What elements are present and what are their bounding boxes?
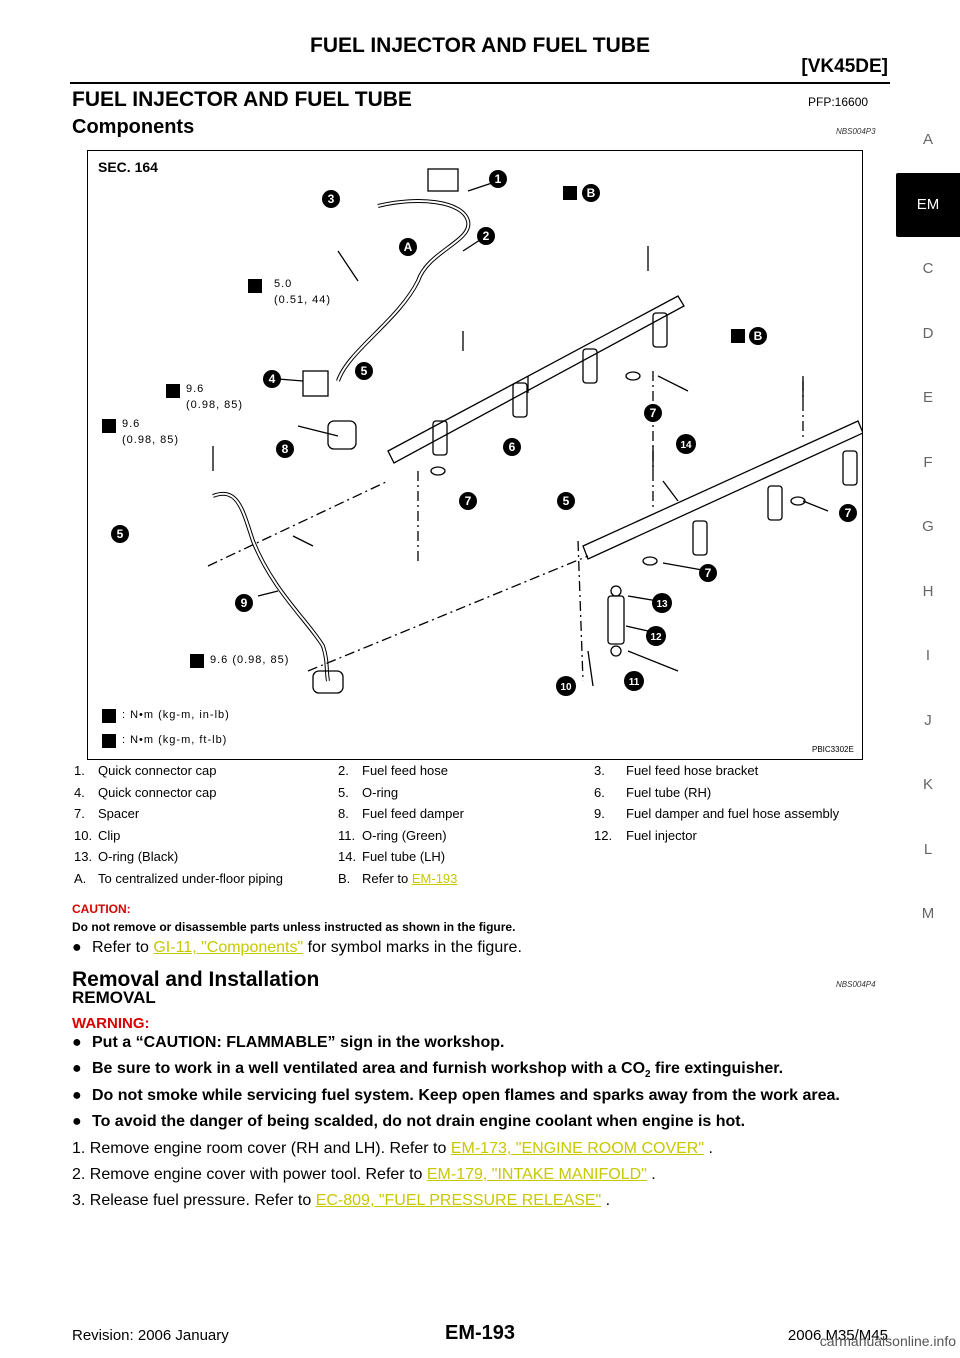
svg-text:6: 6 xyxy=(509,440,516,454)
header-title: FUEL INJECTOR AND FUEL TUBE xyxy=(310,34,650,57)
svg-text:5: 5 xyxy=(117,527,124,541)
watermark: carmanualsonline.info xyxy=(819,1333,956,1349)
svg-text:8: 8 xyxy=(282,442,289,456)
table-row: 13.O-ring (Black) 14.Fuel tube (LH) xyxy=(74,849,446,865)
legend-ftlb: : N•m (kg-m, ft-lb) xyxy=(122,734,228,746)
em179-link[interactable]: EM-179, "INTAKE MANIFOLD" xyxy=(426,1166,647,1183)
section-title: FUEL INJECTOR AND FUEL TUBE xyxy=(72,88,412,111)
svg-text:7: 7 xyxy=(650,406,657,420)
bullet-icon: ● xyxy=(72,1060,82,1077)
svg-text:2: 2 xyxy=(483,229,490,243)
caution-label: CAUTION: xyxy=(72,902,131,916)
svg-text:12: 12 xyxy=(650,632,662,643)
svg-text:7: 7 xyxy=(465,494,472,508)
svg-text:5: 5 xyxy=(563,494,570,508)
legend-inlb: : N•m (kg-m, in-lb) xyxy=(122,709,230,721)
bullet-icon: ● xyxy=(72,1034,82,1051)
header-model: [VK45DE] xyxy=(801,56,888,77)
svg-text:5: 5 xyxy=(361,364,368,378)
svg-text:B: B xyxy=(754,329,763,343)
torque-label-2-sub: (0.98, 85) xyxy=(186,399,244,411)
refer-em193-link[interactable]: EM-193 xyxy=(411,870,458,886)
warning-label: WARNING: xyxy=(72,1015,150,1032)
footer-revision: Revision: 2006 January xyxy=(72,1327,229,1344)
torque-label-1-sub: (0.51, 44) xyxy=(274,294,332,306)
side-index-g[interactable]: G xyxy=(922,518,934,535)
step-2: 2. Remove engine cover with power tool. … xyxy=(72,1166,656,1183)
header-rule xyxy=(70,82,890,84)
svg-text:B: B xyxy=(587,186,596,200)
figure-sec-label: SEC. 164 xyxy=(98,159,158,175)
side-index-h[interactable]: H xyxy=(922,582,934,600)
table-row: 10.Clip 11.O-ring (Green) 12.Fuel inject… xyxy=(74,827,697,843)
side-index-m[interactable]: M xyxy=(921,905,935,922)
torque-label-1: 5.0 xyxy=(274,278,293,290)
exploded-diagram: 1 2 3 4 5 5 5 6 7 7 7 7 8 9 10 11 12 13 … xyxy=(102,168,864,748)
components-title: Components xyxy=(72,116,195,138)
svg-text:4: 4 xyxy=(269,372,276,386)
components-code: NBS004P3 xyxy=(836,127,876,136)
step-1: 1. Remove engine room cover (RH and LH).… xyxy=(72,1140,713,1157)
ec809-link[interactable]: EC-809, "FUEL PRESSURE RELEASE" xyxy=(315,1192,602,1209)
side-index-j[interactable]: J xyxy=(924,711,932,729)
torque-label-2: 9.6 xyxy=(186,383,205,395)
warning-item: ●Do not smoke while servicing fuel syste… xyxy=(72,1087,840,1104)
torque-label-4: 9.6 (0.98, 85) xyxy=(210,654,290,666)
em173-link[interactable]: EM-173, "ENGINE ROOM COVER" xyxy=(450,1140,705,1157)
components-figure: 1 2 3 4 5 5 5 6 7 7 7 7 8 9 10 11 12 13 … xyxy=(87,150,864,760)
warning-item: ●Be sure to work in a well ventilated ar… xyxy=(72,1060,784,1081)
side-index-k[interactable]: K xyxy=(922,776,933,793)
table-row: 4.Quick connector cap 5.O-ring 6.Fuel tu… xyxy=(74,784,712,800)
svg-text:7: 7 xyxy=(845,506,852,520)
table-row: A.To centralized under-floor piping B. R… xyxy=(74,870,458,886)
pfp-code: PFP:16600 xyxy=(808,95,869,109)
svg-text:9: 9 xyxy=(241,596,248,610)
refer-bullet: ●Refer to GI-11, "Components" for symbol… xyxy=(72,939,522,956)
side-index-f[interactable]: F xyxy=(923,453,933,471)
torque-label-3: 9.6 xyxy=(122,418,141,430)
svg-text:7: 7 xyxy=(705,566,712,580)
warning-item: ●Put a “CAUTION: FLAMMABLE” sign in the … xyxy=(72,1034,505,1051)
removal-title: Removal and Installation xyxy=(72,968,320,991)
caution-text: Do not remove or disassemble parts unles… xyxy=(72,920,516,934)
table-row: 7.Spacer 8.Fuel feed damper 9.Fuel dampe… xyxy=(74,806,840,822)
figure-id: PBIC3302E xyxy=(812,745,854,754)
side-index-e[interactable]: E xyxy=(922,389,933,406)
table-row: 1.Quick connector cap 2.Fuel feed hose 3… xyxy=(74,763,759,779)
side-index-c[interactable]: C xyxy=(922,260,934,277)
footer-page-number: EM-193 xyxy=(444,1322,516,1344)
warning-item: ●To avoid the danger of being scalded, d… xyxy=(72,1113,746,1130)
gi11-components-link[interactable]: GI-11, "Components" xyxy=(153,939,304,956)
bullet-icon: ● xyxy=(72,1113,82,1130)
svg-text:14: 14 xyxy=(680,440,692,451)
svg-text:11: 11 xyxy=(629,677,640,688)
removal-subtitle: REMOVAL xyxy=(72,988,156,1007)
svg-text:A: A xyxy=(404,240,413,254)
side-index-i[interactable]: I xyxy=(925,647,931,664)
bullet-icon: ● xyxy=(72,1087,82,1104)
side-index: A EM C D E F G H I J K L M xyxy=(896,108,960,947)
removal-code: NBS004P4 xyxy=(836,980,876,989)
side-index-d[interactable]: D xyxy=(922,324,934,342)
step-3: 3. Release fuel pressure. Refer to EC-80… xyxy=(72,1192,611,1209)
side-index-l[interactable]: L xyxy=(923,840,933,858)
footer-model: 2006 M35/M45 xyxy=(787,1327,888,1344)
bullet-icon: ● xyxy=(72,939,82,956)
torque-label-3-sub: (0.98, 85) xyxy=(122,434,180,446)
side-index-em[interactable]: EM xyxy=(896,172,960,237)
svg-text:3: 3 xyxy=(328,192,335,206)
parts-table: 1.Quick connector cap 2.Fuel feed hose 3… xyxy=(72,760,890,889)
side-index-a[interactable]: A xyxy=(922,131,933,148)
svg-text:10: 10 xyxy=(560,682,572,693)
svg-text:1: 1 xyxy=(495,172,502,186)
svg-text:13: 13 xyxy=(656,599,668,610)
